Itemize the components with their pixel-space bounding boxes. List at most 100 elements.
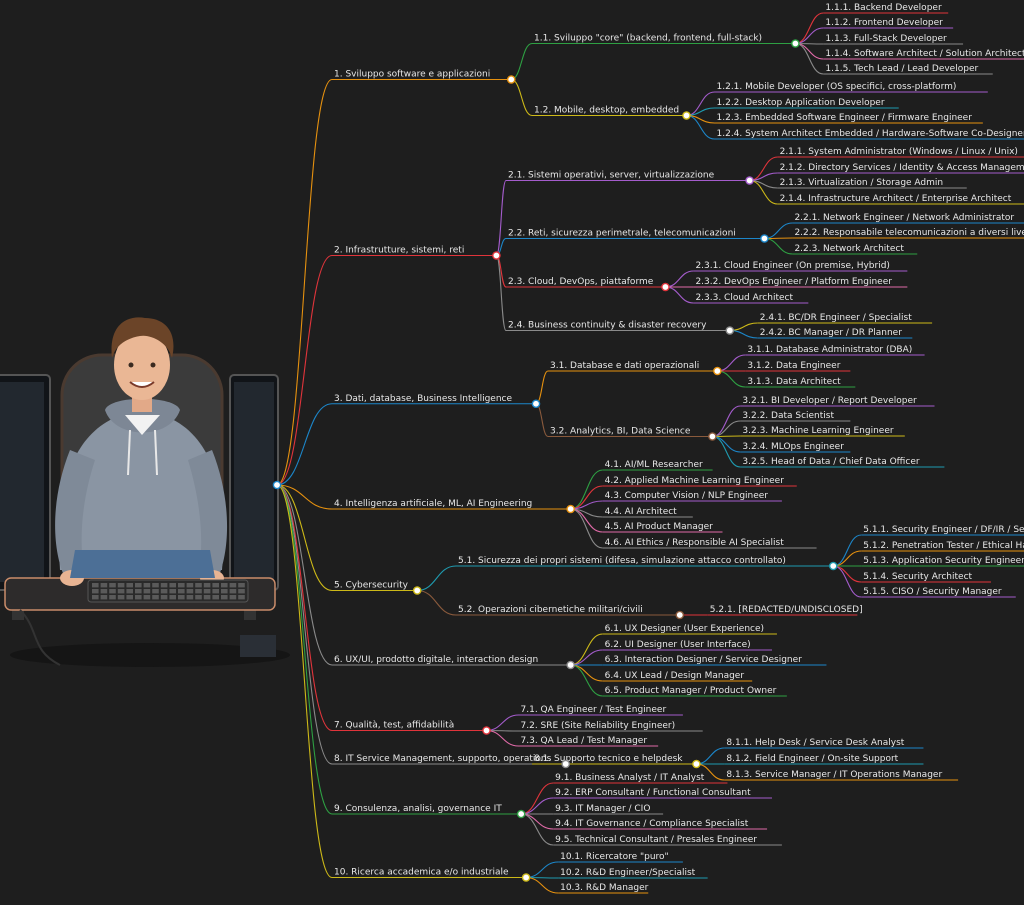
node-branch-3[interactable]: [531, 399, 541, 409]
role-3-2-4[interactable]: 3.2.4. MLOps Engineer: [742, 442, 844, 452]
node-branch-7[interactable]: [482, 726, 491, 735]
role-10-2[interactable]: 10.2. R&D Engineer/Specialist: [560, 868, 696, 878]
role-9-4[interactable]: 9.4. IT Governance / Compliance Speciali…: [555, 819, 749, 829]
branch-10[interactable]: 10. Ricerca accademica e/o industriale: [334, 868, 509, 878]
role-2-3-3[interactable]: 2.3.3. Cloud Architect: [695, 293, 793, 303]
role-4-6[interactable]: 4.6. AI Ethics / Responsible AI Speciali…: [605, 538, 785, 548]
node-subtopic-8-1[interactable]: [692, 759, 701, 769]
subtopic-1-2[interactable]: 1.2. Mobile, desktop, embedded: [534, 106, 679, 116]
role-6-3[interactable]: 6.3. Interaction Designer / Service Desi…: [605, 655, 803, 665]
role-9-5[interactable]: 9.5. Technical Consultant / Presales Eng…: [555, 835, 757, 845]
role-8-1-1[interactable]: 8.1.1. Help Desk / Service Desk Analyst: [726, 738, 904, 748]
subtopic-2-4[interactable]: 2.4. Business continuity & disaster reco…: [508, 321, 707, 331]
branch-9[interactable]: 9. Consulenza, analisi, governance IT: [334, 804, 502, 814]
role-1-1-3[interactable]: 1.1.3. Full-Stack Developer: [825, 34, 947, 44]
branch-1[interactable]: 1. Sviluppo software e applicazioni: [334, 70, 490, 80]
role-1-1-4[interactable]: 1.1.4. Software Architect / Solution Arc…: [825, 49, 1024, 59]
subtopic-8-1[interactable]: 8.1. Supporto tecnico e helpdesk: [534, 754, 683, 764]
role-3-2-2[interactable]: 3.2.2. Data Scientist: [742, 411, 834, 421]
node-subtopic-2-4[interactable]: [725, 326, 735, 335]
node-subtopic-5-1[interactable]: [828, 561, 838, 571]
role-9-1[interactable]: 9.1. Business Analyst / IT Analyst: [555, 773, 705, 783]
node-subtopic-3-2[interactable]: [708, 432, 717, 441]
node-branch-2[interactable]: [492, 251, 501, 260]
subtopic-3-2[interactable]: 3.2. Analytics, BI, Data Science: [550, 427, 691, 437]
branch-2[interactable]: 2. Infrastrutture, sistemi, reti: [334, 246, 464, 256]
role-8-1-2[interactable]: 8.1.2. Field Engineer / On-site Support: [726, 754, 898, 764]
role-5-1-2[interactable]: 5.1.2. Penetration Tester / Ethical Hack…: [863, 541, 1024, 551]
role-3-2-1[interactable]: 3.2.1. BI Developer / Report Developer: [742, 396, 917, 406]
node-subtopic-2-2[interactable]: [760, 234, 769, 243]
role-6-1[interactable]: 6.1. UX Designer (User Experience): [605, 624, 764, 634]
node-branch-4[interactable]: [566, 504, 575, 514]
branch-7[interactable]: 7. Qualità, test, affidabilità: [334, 721, 454, 731]
role-9-2[interactable]: 9.2. ERP Consultant / Functional Consult…: [555, 788, 751, 798]
node-branch-6[interactable]: [566, 660, 575, 670]
role-6-4[interactable]: 6.4. UX Lead / Design Manager: [605, 671, 745, 681]
role-5-1-5[interactable]: 5.1.5. CISO / Security Manager: [863, 587, 1002, 597]
node-subtopic-3-1[interactable]: [713, 366, 722, 376]
subtopic-5-2[interactable]: 5.2. Operazioni cibernetiche militari/ci…: [458, 605, 643, 615]
role-4-1[interactable]: 4.1. AI/ML Researcher: [605, 460, 703, 470]
subtopic-2-2[interactable]: 2.2. Reti, sicurezza perimetrale, teleco…: [508, 229, 736, 239]
role-2-2-3[interactable]: 2.2.3. Network Architect: [794, 244, 904, 254]
branch-6[interactable]: 6. UX/UI, prodotto digitale, interaction…: [334, 655, 538, 665]
subtopic-5-1[interactable]: 5.1. Sicurezza dei propri sistemi (difes…: [458, 556, 786, 566]
role-2-3-1[interactable]: 2.3.1. Cloud Engineer (On premise, Hybri…: [695, 261, 890, 271]
role-6-2[interactable]: 6.2. UI Designer (User Interface): [605, 640, 751, 650]
subtopic-2-1[interactable]: 2.1. Sistemi operativi, server, virtuali…: [508, 171, 715, 181]
role-1-2-4[interactable]: 1.2.4. System Architect Embedded / Hardw…: [717, 129, 1024, 139]
role-4-3[interactable]: 4.3. Computer Vision / NLP Engineer: [605, 491, 769, 501]
role-2-2-1[interactable]: 2.2.1. Network Engineer / Network Admini…: [794, 213, 1014, 223]
role-4-4[interactable]: 4.4. AI Architect: [605, 507, 678, 517]
node-branch-10[interactable]: [521, 873, 531, 882]
role-1-2-3[interactable]: 1.2.3. Embedded Software Engineer / Firm…: [717, 113, 973, 123]
role-2-1-2[interactable]: 2.1.2. Directory Services / Identity & A…: [780, 163, 1024, 173]
role-3-2-3[interactable]: 3.2.3. Machine Learning Engineer: [742, 426, 893, 436]
role-1-2-1[interactable]: 1.2.1. Mobile Developer (OS specifici, c…: [717, 82, 957, 92]
role-3-1-3[interactable]: 3.1.3. Data Architect: [747, 377, 841, 387]
role-1-1-1[interactable]: 1.1.1. Backend Developer: [825, 3, 942, 13]
role-2-3-2[interactable]: 2.3.2. DevOps Engineer / Platform Engine…: [695, 277, 892, 287]
role-3-2-5[interactable]: 3.2.5. Head of Data / Chief Data Officer: [742, 457, 919, 467]
role-2-1-3[interactable]: 2.1.3. Virtualization / Storage Admin: [780, 178, 944, 188]
role-5-2-1[interactable]: 5.2.1. [REDACTED/UNDISCLOSED]: [710, 605, 863, 615]
node-branch-5[interactable]: [412, 586, 422, 595]
role-1-1-5[interactable]: 1.1.5. Tech Lead / Lead Developer: [825, 64, 978, 74]
branch-3[interactable]: 3. Dati, database, Business Intelligence: [334, 394, 512, 404]
node-branch-8[interactable]: [561, 759, 571, 769]
node-subtopic-2-1[interactable]: [745, 176, 754, 185]
role-2-1-1[interactable]: 2.1.1. System Administrator (Windows / L…: [780, 147, 1018, 157]
branch-8[interactable]: 8. IT Service Management, supporto, oper…: [334, 754, 552, 764]
role-2-4-2[interactable]: 2.4.2. BC Manager / DR Planner: [760, 328, 902, 338]
role-7-2[interactable]: 7.2. SRE (Site Reliability Engineer): [521, 721, 676, 731]
role-5-1-4[interactable]: 5.1.4. Security Architect: [863, 572, 972, 582]
role-2-1-4[interactable]: 2.1.4. Infrastructure Architect / Enterp…: [780, 194, 1012, 204]
role-3-1-2[interactable]: 3.1.2. Data Engineer: [747, 361, 840, 371]
node-subtopic-2-3[interactable]: [661, 282, 670, 292]
role-1-2-2[interactable]: 1.2.2. Desktop Application Developer: [717, 98, 885, 108]
role-10-1[interactable]: 10.1. Ricercatore "puro": [560, 852, 669, 862]
role-7-1[interactable]: 7.1. QA Engineer / Test Engineer: [521, 705, 667, 715]
node-branch-9[interactable]: [516, 809, 526, 819]
role-6-5[interactable]: 6.5. Product Manager / Product Owner: [605, 686, 777, 696]
role-5-1-1[interactable]: 5.1.1. Security Engineer / DF/IR / Secur…: [863, 525, 1024, 535]
role-7-3[interactable]: 7.3. QA Lead / Test Manager: [521, 736, 648, 746]
node-subtopic-5-2[interactable]: [675, 610, 685, 620]
node-subtopic-1-2[interactable]: [682, 111, 691, 120]
root-node[interactable]: [272, 480, 282, 490]
role-8-1-3[interactable]: 8.1.3. Service Manager / IT Operations M…: [726, 770, 942, 780]
subtopic-2-3[interactable]: 2.3. Cloud, DevOps, piattaforme: [508, 277, 654, 287]
role-4-2[interactable]: 4.2. Applied Machine Learning Engineer: [605, 476, 785, 486]
branch-5[interactable]: 5. Cybersecurity: [334, 581, 409, 591]
subtopic-1-1[interactable]: 1.1. Sviluppo "core" (backend, frontend,…: [534, 34, 762, 44]
role-9-3[interactable]: 9.3. IT Manager / CIO: [555, 804, 650, 814]
subtopic-3-1[interactable]: 3.1. Database e dati operazionali: [550, 361, 699, 371]
role-5-1-3[interactable]: 5.1.3. Application Security Engineer: [863, 556, 1024, 566]
role-2-2-2[interactable]: 2.2.2. Responsabile telecomunicazioni a …: [794, 228, 1024, 238]
role-2-4-1[interactable]: 2.4.1. BC/DR Engineer / Specialist: [760, 313, 912, 323]
role-1-1-2[interactable]: 1.1.2. Frontend Developer: [825, 18, 943, 28]
node-subtopic-1-1[interactable]: [791, 39, 800, 48]
role-4-5[interactable]: 4.5. AI Product Manager: [605, 522, 713, 532]
role-3-1-1[interactable]: 3.1.1. Database Administrator (DBA): [747, 345, 912, 355]
